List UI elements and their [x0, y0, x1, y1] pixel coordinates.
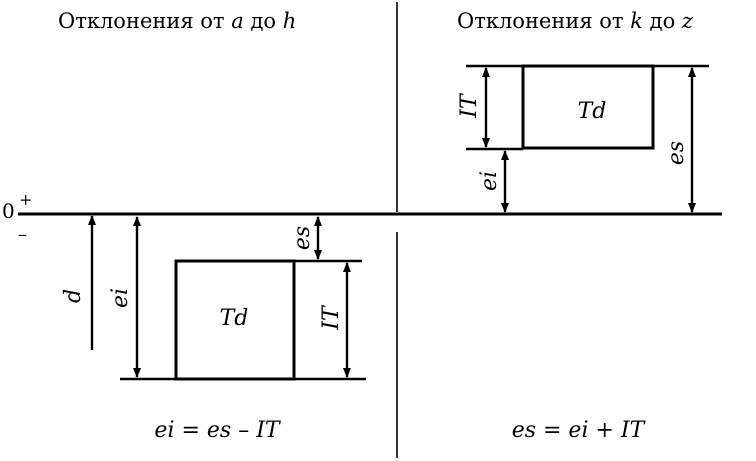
dim-es-label-right: es: [664, 141, 689, 165]
dim-es-label: es: [290, 226, 315, 250]
zero-minus-sign: –: [18, 224, 27, 245]
zero-plus-sign: +: [19, 190, 32, 209]
box-label-left: Td: [220, 306, 249, 331]
formula-right: es = ei + IT: [512, 418, 647, 443]
formula-left: ei = es – IT: [154, 418, 281, 443]
zero-label: 0: [2, 199, 15, 223]
dim-ei-label-right: ei: [477, 171, 502, 191]
dim-ei-label: ei: [108, 288, 133, 308]
right-heading: Отклонения от k до z: [457, 9, 694, 33]
dim-d-label: d: [61, 289, 86, 303]
dim-IT-label-right: IT: [457, 92, 482, 119]
dim-IT-label: IT: [319, 304, 344, 331]
box-label-right: Td: [578, 99, 607, 124]
left-heading: Отклонения от a до h: [58, 9, 296, 33]
